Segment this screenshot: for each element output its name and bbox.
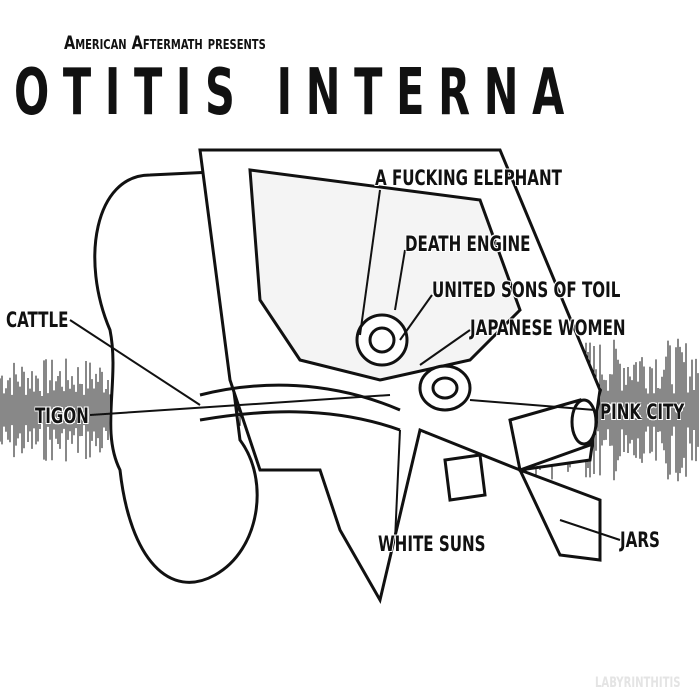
track-label: DEATH ENGINE: [405, 232, 531, 256]
track-label: TIGON: [35, 404, 89, 428]
track-label: WHITE SUNS: [378, 532, 486, 556]
track-label: UNITED SONS OF TOIL: [432, 278, 621, 302]
tympanic-region: [248, 168, 522, 382]
track-label: JARS: [620, 528, 660, 552]
track-label: A FUCKING ELEPHANT: [375, 166, 562, 190]
album-title: OTITIS INTERNA: [14, 56, 578, 130]
track-label: CATTLE: [6, 308, 69, 332]
jars-tube: [517, 467, 602, 562]
track-label: JAPANESE WOMEN: [470, 316, 626, 340]
track-label: PINK CITY: [600, 400, 685, 424]
ear-canal: [199, 383, 401, 412]
presenter-credit: American Aftermath presents: [64, 32, 266, 54]
watermark: LABYRINTHITIS: [595, 675, 681, 691]
label-leader-lines: [69, 189, 621, 541]
